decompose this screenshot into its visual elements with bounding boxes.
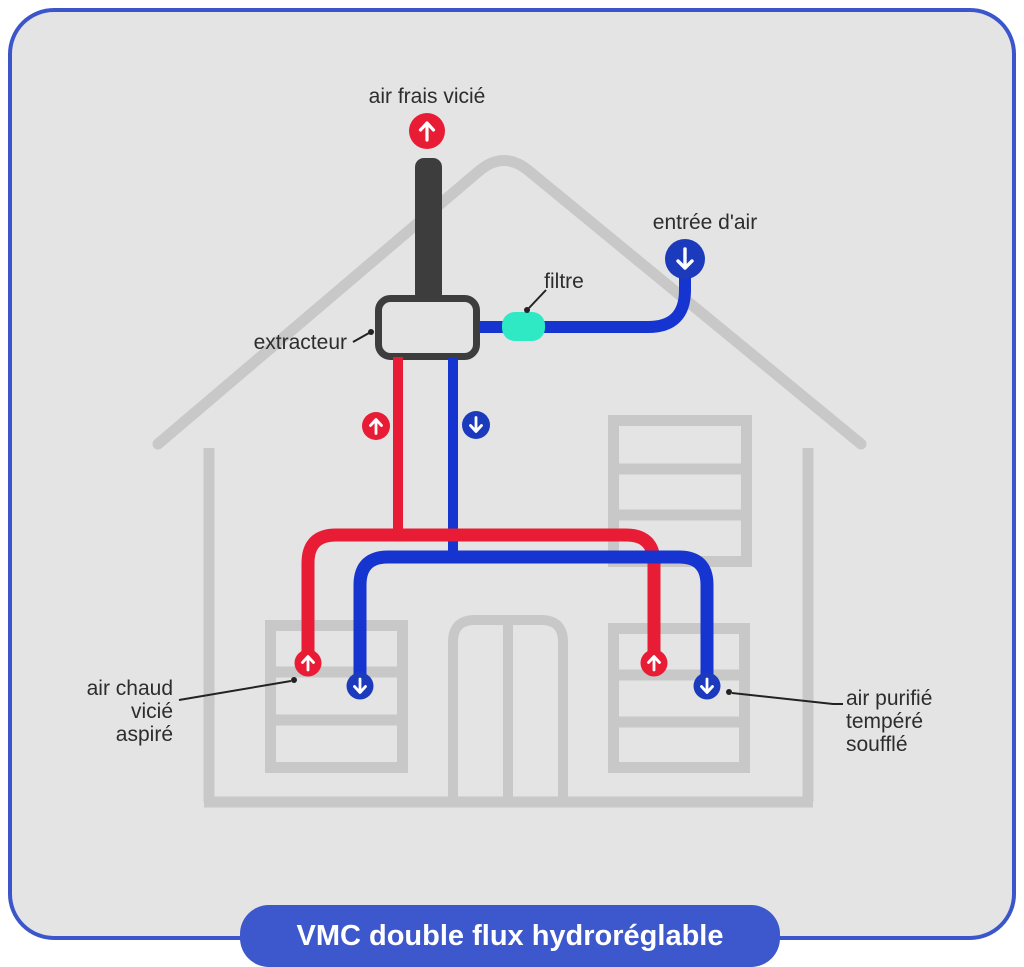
supply-vent-right-icon [693, 672, 721, 700]
fresh-air-exhaust-icon [409, 113, 445, 149]
down-arrow-icon [676, 247, 694, 270]
extraction-vent-left-icon [294, 649, 322, 677]
supply-air-label: air purifié tempéré soufflé [846, 687, 932, 756]
air-inlet-pipe [480, 272, 691, 333]
roof-outline [152, 155, 867, 450]
exhaust-air-label-line: air chaud [86, 677, 173, 700]
up-arrow-icon [647, 655, 661, 672]
supply-air-pointer-line [726, 689, 843, 705]
fresh-air-distribution-pipe [353, 550, 714, 679]
up-arrow-icon [369, 418, 383, 435]
house-outline [152, 155, 867, 808]
down-arrow-icon [469, 416, 483, 433]
fresh-air-out-label: air frais vicié [368, 85, 486, 108]
extractor-pointer-line [352, 329, 374, 343]
up-arrow-icon [301, 655, 315, 672]
exhaust-air-label-line: aspiré [115, 723, 173, 746]
filter-block [502, 312, 545, 341]
extractor-unit [375, 295, 480, 360]
stale-air-up-icon [362, 412, 390, 440]
filter-pointer-line [524, 289, 547, 313]
down-arrow-icon [700, 677, 714, 694]
air-inlet-label: entrée d'air [652, 211, 758, 234]
title-banner: VMC double flux hydroréglable [240, 905, 780, 967]
exhaust-air-pointer-line [178, 677, 297, 701]
filter-label: filtre [544, 270, 584, 293]
exhaust-air-label-line: vicié [130, 700, 173, 723]
leader-lines [178, 289, 843, 705]
left-window [265, 620, 408, 773]
right-window-lower [608, 623, 750, 773]
supply-vent-left-icon [346, 672, 374, 700]
exhaust-air-label: air chaud vicié aspiré [87, 677, 173, 746]
extractor-label: extracteur [253, 331, 347, 354]
title-banner-text: VMC double flux hydroréglable [296, 919, 724, 952]
supply-air-label-line: soufflé [846, 733, 908, 756]
extraction-vent-right-icon [640, 649, 668, 677]
down-arrow-icon [353, 677, 367, 694]
supply-air-label-line: tempéré [846, 710, 924, 733]
chimney-duct [415, 158, 442, 303]
supply-air-label-line: air purifié [846, 687, 933, 710]
air-inlet-icon [665, 239, 705, 279]
up-arrow-icon [418, 121, 436, 142]
fresh-air-down-icon [462, 411, 490, 439]
